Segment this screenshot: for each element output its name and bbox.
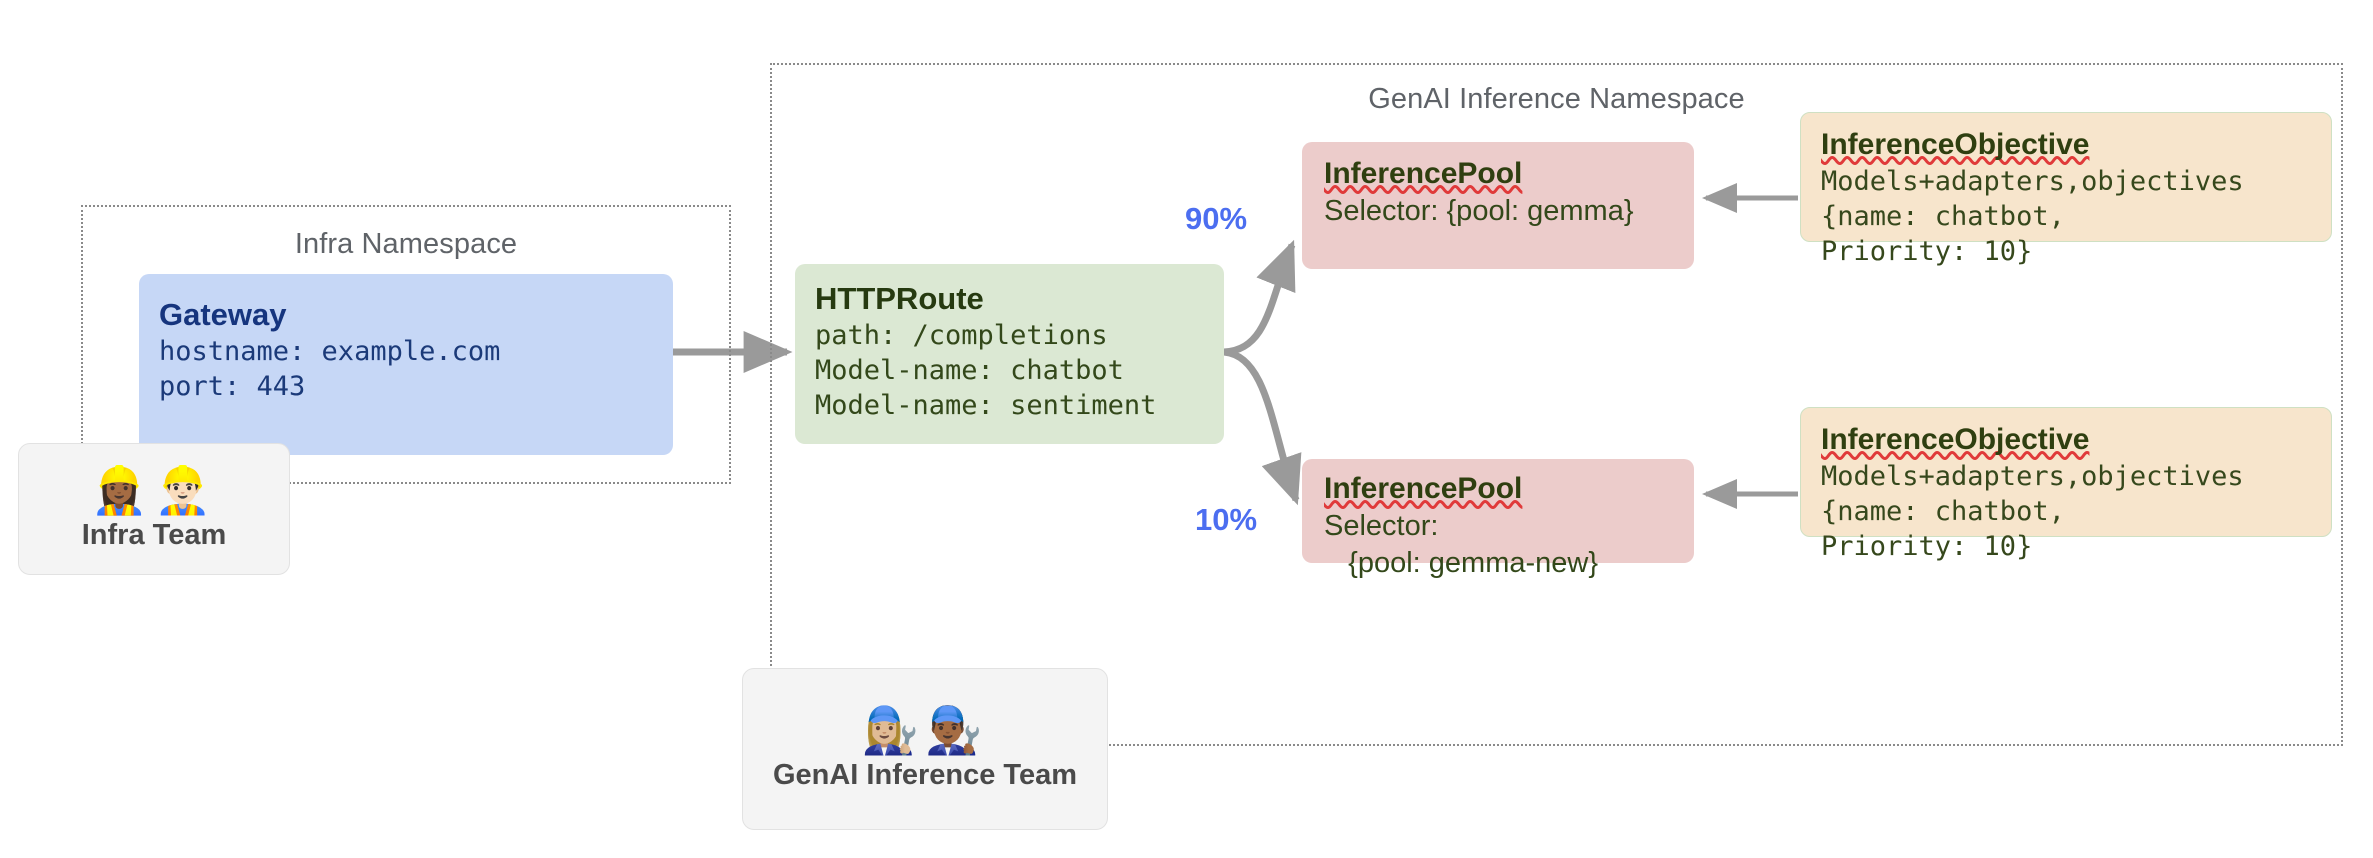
mechanic-icons: 👩🏼‍🔧👨🏾‍🔧 <box>861 702 989 757</box>
inference-objective-2-priority: Priority: 10} <box>1821 530 2033 562</box>
namespace-genai-label: GenAI Inference Namespace <box>1368 83 1745 115</box>
httproute-title: HTTPRoute <box>815 281 984 316</box>
httproute-path: path: /completions <box>815 319 1108 351</box>
infra-team-card[interactable]: 👷🏾‍♀️👷🏻‍♂️ Infra Team <box>18 443 290 575</box>
genai-inference-team-label: GenAI Inference Team <box>772 758 1078 791</box>
namespace-genai <box>770 63 2343 746</box>
inference-objective-1-models: Models+adapters,objectives <box>1821 165 2244 197</box>
inference-pool-gemma-new[interactable]: InferencePool Selector: {pool: gemma-new… <box>1302 459 1694 579</box>
genai-inference-team-card[interactable]: 👩🏼‍🔧👨🏾‍🔧 GenAI Inference Team <box>742 668 1108 830</box>
httproute-card[interactable]: HTTPRoute path: /completions Model-name:… <box>795 264 1224 444</box>
inference-objective-2[interactable]: InferenceObjective Models+adapters,objec… <box>1800 407 2332 562</box>
infra-team-label: Infra Team <box>81 518 227 551</box>
namespace-infra <box>81 205 731 484</box>
gateway-port: port: 443 <box>159 370 306 402</box>
gateway-title: Gateway <box>159 297 287 332</box>
gateway-hostname: hostname: example.com <box>159 335 501 367</box>
construction-worker-icons: 👷🏾‍♀️👷🏻‍♂️ <box>90 462 218 517</box>
inference-pool-gemma[interactable]: InferencePool Selector: {pool: gemma} <box>1302 142 1694 269</box>
inference-pool-gemma-selector: Selector: {pool: gemma} <box>1324 194 1634 227</box>
inference-pool-gemma-new-selector-value: {pool: gemma-new} <box>1324 546 1599 579</box>
inference-objective-1-title: InferenceObjective <box>1821 128 2090 161</box>
inference-pool-gemma-new-selector: Selector: <box>1324 509 1439 542</box>
inference-objective-1-priority: Priority: 10} <box>1821 235 2033 267</box>
inference-pool-gemma-title: InferencePool <box>1324 157 1523 190</box>
namespace-infra-label: Infra Namespace <box>294 228 518 260</box>
traffic-weight-90: 90% <box>1185 201 1248 236</box>
inference-objective-2-name: {name: chatbot, <box>1821 495 2065 527</box>
httproute-model-name-chatbot: Model-name: chatbot <box>815 354 1124 386</box>
inference-objective-2-models: Models+adapters,objectives <box>1821 460 2244 492</box>
inference-objective-1[interactable]: InferenceObjective Models+adapters,objec… <box>1800 112 2332 267</box>
inference-objective-2-title: InferenceObjective <box>1821 423 2090 456</box>
gateway-card[interactable]: Gateway hostname: example.com port: 443 <box>139 274 673 455</box>
traffic-weight-10: 10% <box>1195 502 1258 537</box>
inference-pool-gemma-new-title: InferencePool <box>1324 472 1523 505</box>
httproute-model-name-sentiment: Model-name: sentiment <box>815 390 1157 421</box>
inference-objective-1-name: {name: chatbot, <box>1821 200 2065 232</box>
